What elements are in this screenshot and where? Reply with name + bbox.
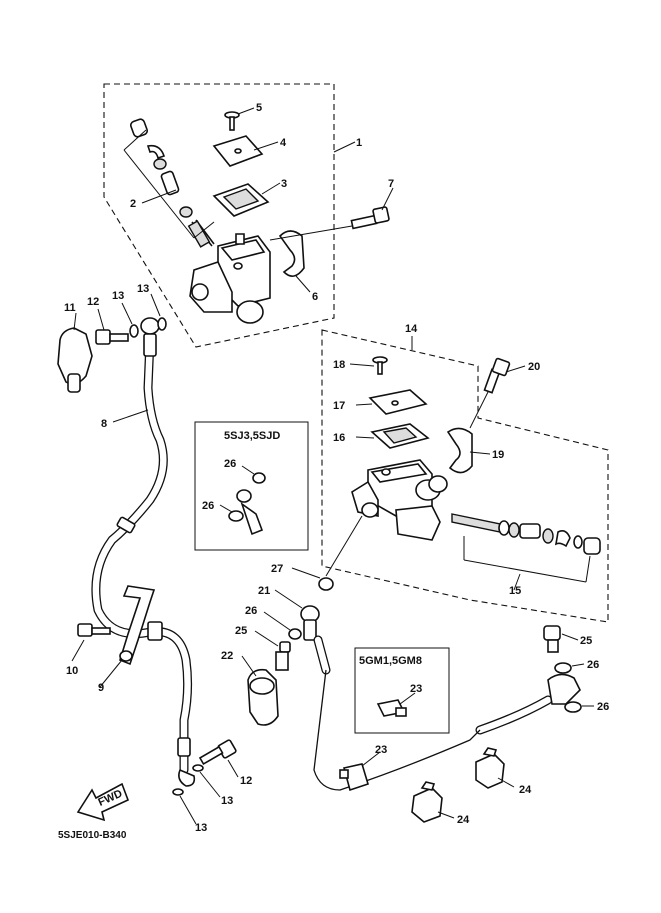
callout-7: 7 (388, 178, 394, 190)
washer-27 (318, 577, 334, 591)
leader-lines (71, 107, 594, 825)
callout-12-upper: 12 (87, 296, 99, 308)
callout-13-c: 13 (221, 795, 233, 807)
inset-5sj3-box (194, 421, 309, 551)
callout-18: 18 (333, 359, 345, 371)
callout-4: 4 (280, 137, 287, 149)
callout-13-a: 13 (112, 290, 124, 302)
callout-26-mid: 26 (245, 605, 257, 617)
callout-labels: 1 2 3 4 5 6 7 8 9 10 11 12 12 13 13 13 1… (64, 102, 609, 834)
inset-5gm1-title: 5GM1,5GM8 (359, 655, 422, 667)
connector-24-right (475, 747, 505, 789)
assembly-1-outline (103, 83, 335, 348)
callout-5: 5 (256, 102, 262, 114)
piston-kit-15 (451, 513, 601, 555)
callout-26-right-a: 26 (587, 659, 599, 671)
callout-26-inset-a: 26 (224, 458, 236, 470)
diagram-code: 5SJE010-B340 (58, 830, 127, 841)
bolt-12-lower (198, 739, 237, 766)
hose-fitting-21 (300, 605, 320, 641)
callout-21: 21 (258, 585, 270, 597)
callout-27: 27 (271, 563, 283, 575)
callout-14: 14 (405, 323, 418, 335)
union-bolt-11 (57, 327, 93, 393)
bolt-20 (483, 357, 511, 394)
washer-13a (129, 324, 139, 338)
washer-26-mid (288, 628, 302, 640)
switch-23 (339, 763, 369, 792)
washer-13d (172, 788, 184, 796)
cover-22 (247, 668, 279, 726)
master-cylinder-upper (123, 111, 390, 324)
assembly-14-outline (321, 329, 609, 623)
callout-26-right-b: 26 (597, 701, 609, 713)
switch-wire (313, 669, 481, 791)
piston-kit-2 (130, 118, 215, 248)
forward-arrow-icon: FWD (76, 782, 130, 822)
callout-3: 3 (281, 178, 287, 190)
callout-6: 6 (312, 291, 318, 303)
inset-5sj3-parts (228, 472, 266, 536)
bolt-25-right (543, 625, 561, 653)
callout-24-left: 24 (457, 814, 470, 826)
callout-23-inset: 23 (410, 683, 422, 695)
callout-12-lower: 12 (240, 775, 252, 787)
callout-13-d: 13 (195, 822, 207, 834)
callout-13-b: 13 (137, 283, 149, 295)
inset-5gm1-switch (376, 699, 407, 717)
bolt-10 (77, 623, 111, 637)
callout-8: 8 (101, 418, 107, 430)
callout-25-right: 25 (580, 635, 592, 647)
brake-hose-8 (91, 317, 196, 787)
bolt-25-left (275, 641, 291, 671)
callout-16: 16 (333, 432, 345, 444)
callout-11: 11 (64, 302, 76, 314)
screw-5 (224, 111, 240, 131)
lower-hose (313, 635, 581, 735)
callout-20: 20 (528, 361, 540, 373)
inset-5gm1-box (354, 647, 450, 734)
callout-17: 17 (333, 400, 345, 412)
washer-26-right-a (554, 662, 572, 674)
bracket-9 (119, 585, 156, 666)
inset-5sj3-title: 5SJ3,5SJD (224, 430, 280, 442)
callout-15: 15 (509, 585, 521, 597)
washer-26-right-b (564, 701, 582, 713)
holder-clamp-19 (446, 427, 473, 474)
callout-9: 9 (98, 682, 104, 694)
master-cylinder-lower (351, 356, 601, 583)
bolt-12-upper (95, 329, 129, 345)
callout-22: 22 (221, 650, 233, 662)
holder-clamp-6 (278, 230, 305, 277)
connector-24-left (411, 781, 443, 823)
washer-13b (157, 317, 167, 331)
callout-19: 19 (492, 449, 504, 461)
washer-13c (192, 764, 204, 772)
callout-1: 1 (356, 137, 362, 149)
callout-24-right: 24 (519, 784, 532, 796)
callout-2: 2 (130, 198, 136, 210)
bolt-7 (350, 206, 390, 230)
callout-10: 10 (66, 665, 78, 677)
callout-23-lower: 23 (375, 744, 387, 756)
callout-26-inset-b: 26 (202, 500, 214, 512)
callout-25-left: 25 (235, 625, 247, 637)
